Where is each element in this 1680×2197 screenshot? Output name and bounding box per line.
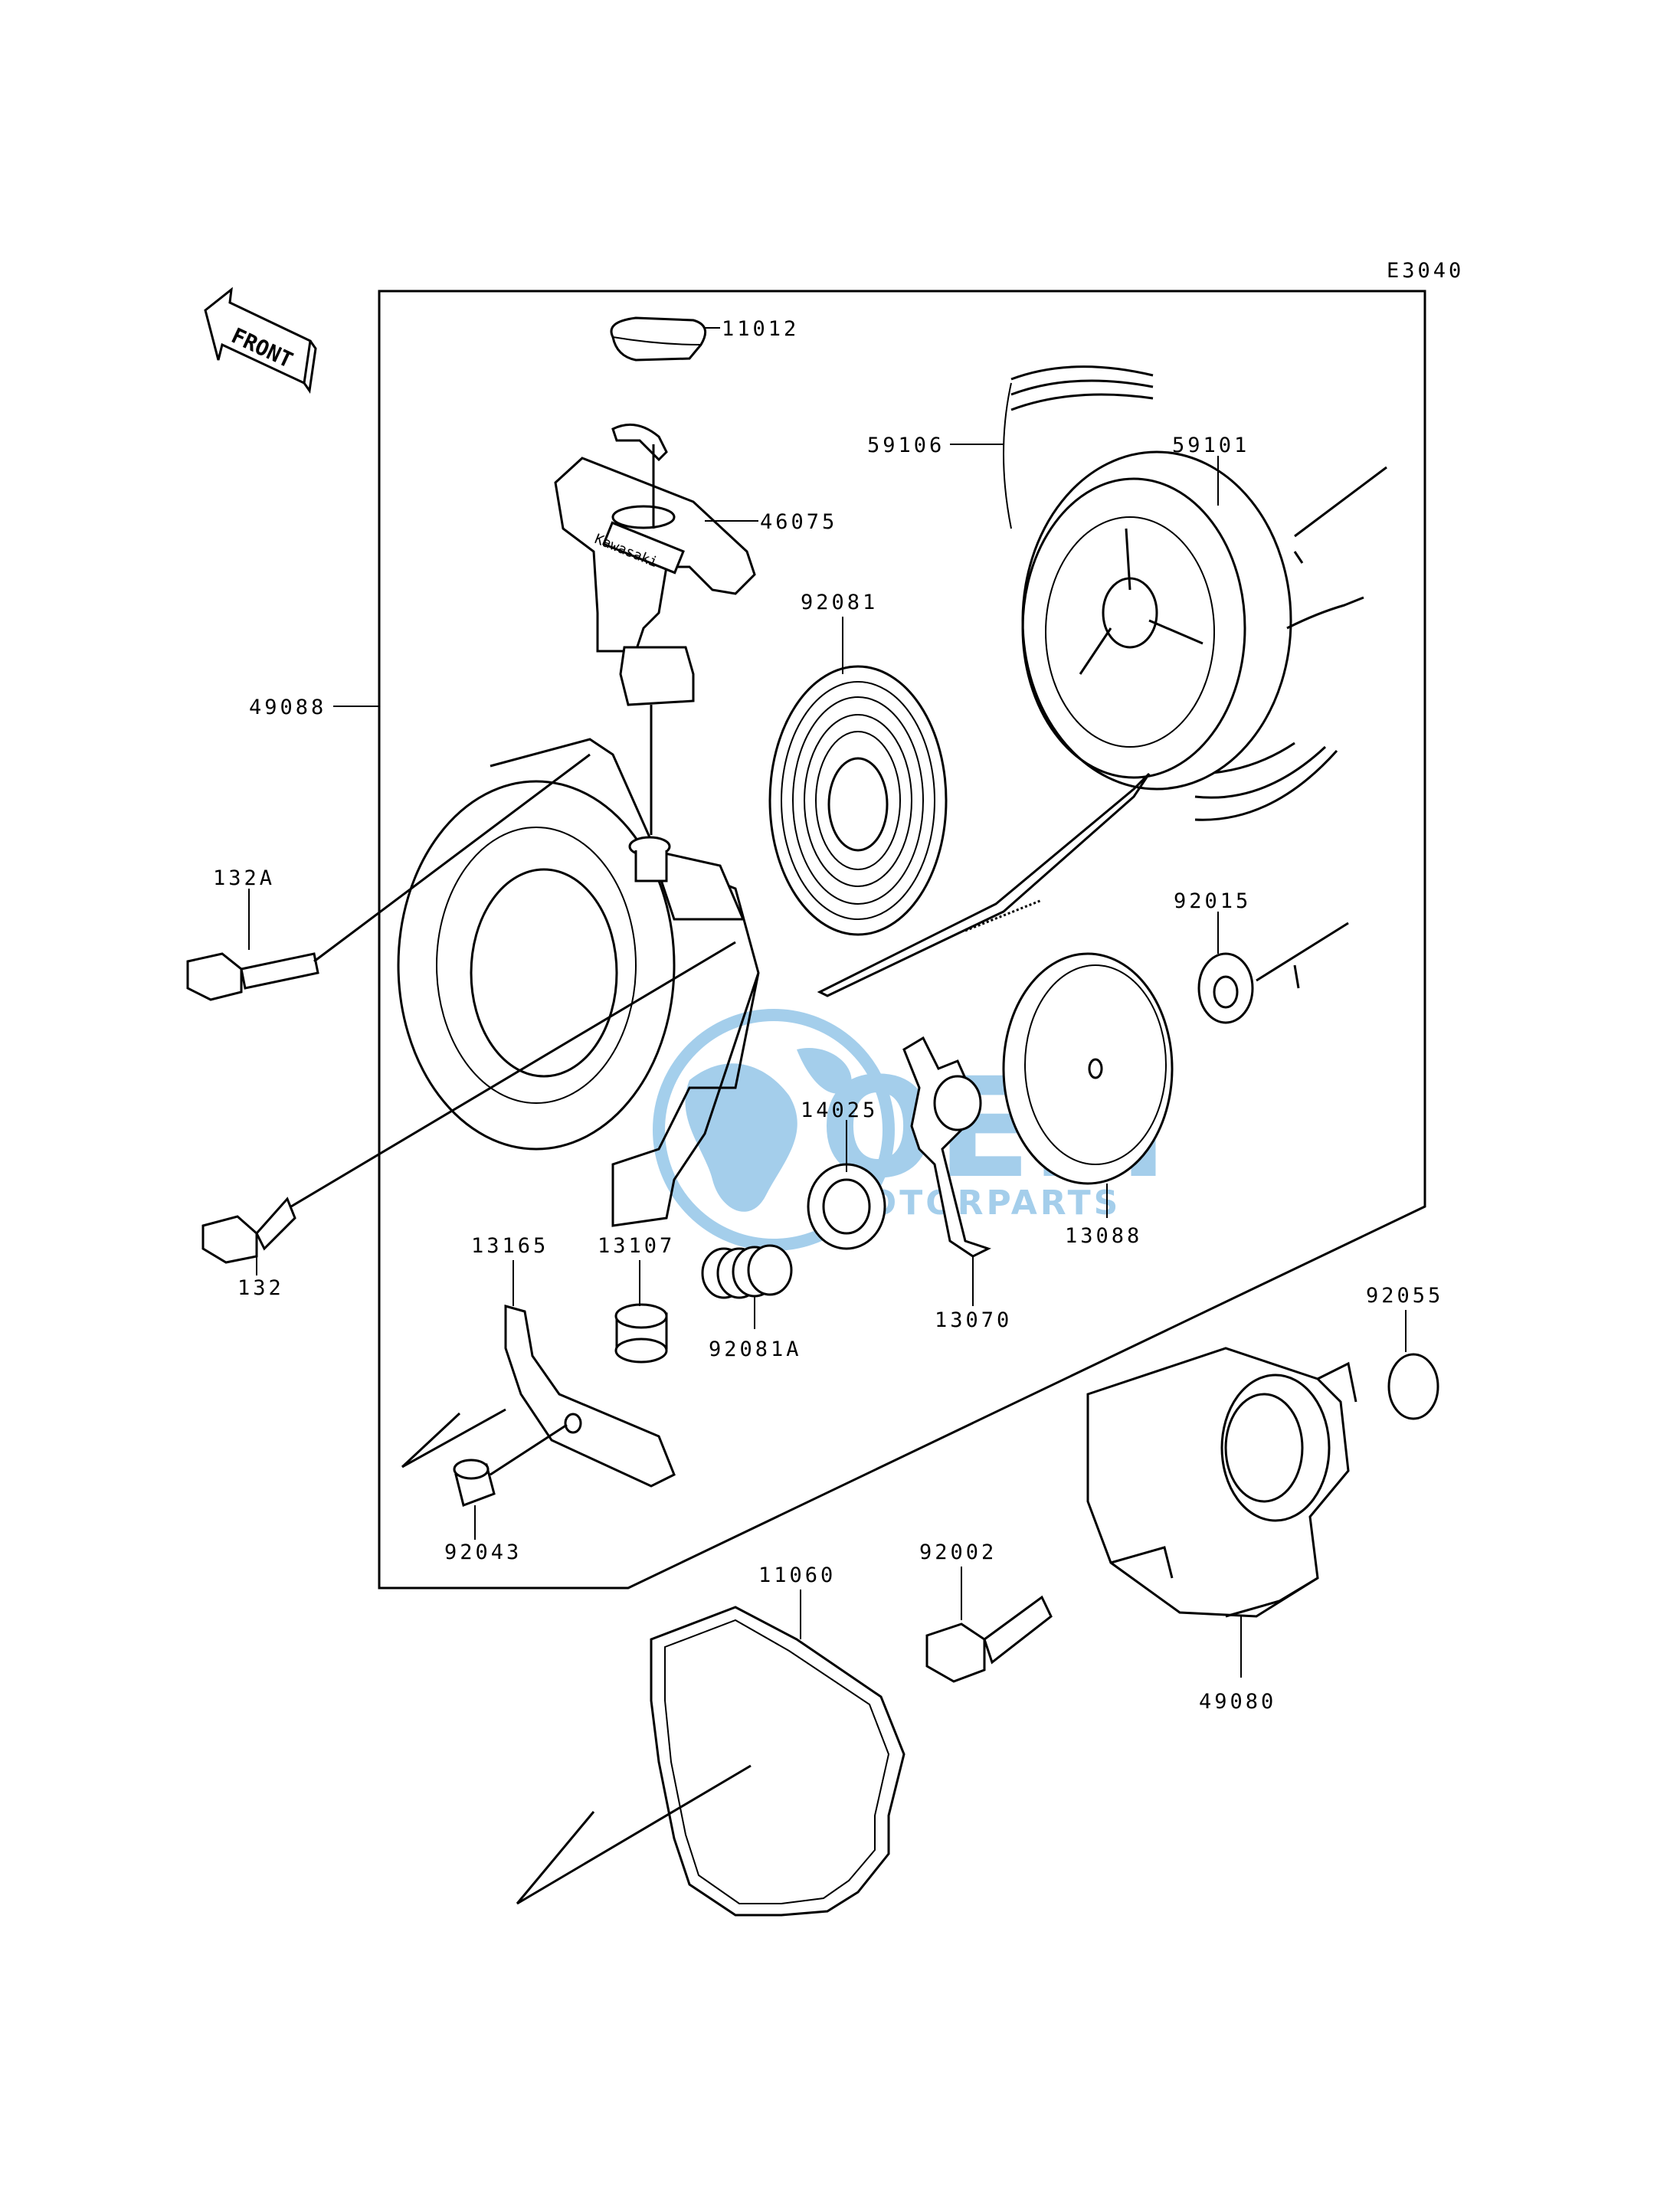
label-13107: 13107 — [598, 1234, 675, 1258]
label-132a: 132A — [213, 866, 275, 890]
part-49088-case — [397, 705, 760, 1227]
label-13070: 13070 — [935, 1308, 1012, 1332]
part-132a-bolt — [186, 753, 591, 1001]
label-59101: 59101 — [1172, 434, 1249, 457]
label-92043: 92043 — [444, 1541, 522, 1564]
diagram-code: E3040 — [1387, 259, 1464, 283]
label-92081a: 92081A — [709, 1338, 802, 1361]
part-13107-collar — [614, 1303, 668, 1364]
part-92043-pin — [401, 1408, 568, 1507]
label-14025: 14025 — [801, 1098, 878, 1122]
part-59106-rope — [1003, 365, 1338, 821]
label-49080: 49080 — [1199, 1690, 1276, 1714]
label-92015: 92015 — [1174, 889, 1251, 913]
part-49080-pulley — [1086, 1347, 1357, 1618]
part-92015-nut — [1197, 922, 1349, 1024]
label-132: 132 — [237, 1276, 284, 1300]
label-13088: 13088 — [1065, 1224, 1142, 1248]
front-arrow-icon: FRONT — [204, 286, 317, 394]
label-92002: 92002 — [919, 1541, 997, 1564]
label-13165: 13165 — [471, 1234, 549, 1258]
label-49088: 49088 — [249, 696, 326, 719]
part-132-bolt — [201, 941, 736, 1264]
label-11012: 11012 — [722, 317, 799, 341]
part-11012-cap — [610, 316, 707, 362]
label-92081: 92081 — [801, 591, 878, 614]
part-13070-pawl — [902, 1036, 991, 1258]
part-92055-o-ring — [1387, 1353, 1439, 1420]
part-92081-spring — [768, 665, 948, 936]
part-92002-bolt — [925, 1595, 1053, 1683]
part-13088-plate — [817, 772, 1174, 1185]
label-46075: 46075 — [760, 510, 837, 534]
part-59101-reel — [1021, 450, 1387, 791]
part-46075-handle — [554, 423, 756, 706]
label-11060: 11060 — [758, 1563, 836, 1587]
part-13165-ratchet — [504, 1305, 676, 1488]
label-92055: 92055 — [1366, 1284, 1443, 1308]
label-59106: 59106 — [867, 434, 945, 457]
part-14025-bushing — [807, 1163, 886, 1250]
assembly-frame — [378, 290, 1426, 1590]
part-11060-gasket — [516, 1606, 905, 1917]
part-92081a-spring — [701, 1244, 793, 1299]
